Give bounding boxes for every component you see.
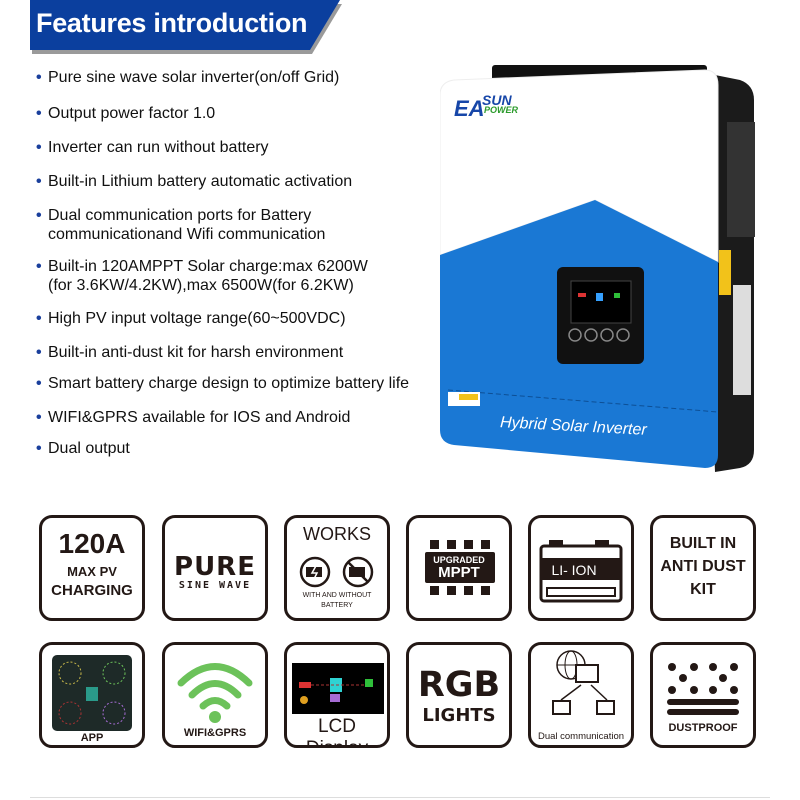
- li-ion-battery-icon: [539, 540, 623, 603]
- feature-item: •Output power factor 1.0: [36, 105, 216, 122]
- icon-max-pv-charging: 120A MAX PV CHARGING: [39, 515, 145, 621]
- icon-dual-communication: Dual communication: [528, 642, 634, 748]
- divider: [30, 797, 770, 798]
- lcd-screen-icon: [292, 663, 384, 714]
- icon-app: APP: [39, 642, 145, 748]
- wifi-icon: [177, 663, 253, 723]
- chip-icon: [425, 540, 495, 595]
- icon-built-in-anti-dust-kit: BUILT IN ANTI DUST KIT: [650, 515, 756, 621]
- icon-upgraded-mppt: UPGRADED MPPT: [406, 515, 512, 621]
- page-title: Features introduction: [36, 8, 308, 38]
- network-icon: [552, 650, 615, 715]
- feature-item: •Inverter can run without battery: [36, 139, 269, 156]
- icon-wifi-gprs: WIFI&GPRS: [162, 642, 268, 748]
- feature-item: •Dual output: [36, 440, 130, 457]
- feature-item: •Pure sine wave solar inverter(on/off Gr…: [36, 69, 340, 86]
- feature-item: •High PV input voltage range(60~500VDC): [36, 310, 346, 327]
- feature-item: •Built-in 120AMPPT Solar charge:max 6200…: [36, 258, 368, 294]
- icon-lcd-display: LCD Display: [284, 642, 390, 748]
- icon-works-with-without-battery: WORKS WITH AND WITHOUT BATTERY: [284, 515, 390, 621]
- banner-shape: [30, 0, 342, 54]
- battery-icon: [299, 556, 374, 588]
- icon-dustproof: DUSTPROOF: [650, 642, 756, 748]
- icon-li-ion-battery: LI- ION: [528, 515, 634, 621]
- feature-item: •Smart battery charge design to optimize…: [36, 375, 410, 392]
- icon-rgb-lights: RGB LIGHTS: [406, 642, 512, 748]
- app-screen-icon: [52, 655, 132, 731]
- icon-pure-sine-wave: PURE SINE WAVE: [162, 515, 268, 621]
- dust-particles-icon: [667, 663, 739, 715]
- feature-item: •Built-in anti-dust kit for harsh enviro…: [36, 344, 344, 361]
- feature-item: •WIFI&GPRS available for IOS and Android: [36, 409, 351, 426]
- feature-item: •Built-in Lithium battery automatic acti…: [36, 173, 353, 190]
- header-banner: Features introduction: [0, 0, 800, 60]
